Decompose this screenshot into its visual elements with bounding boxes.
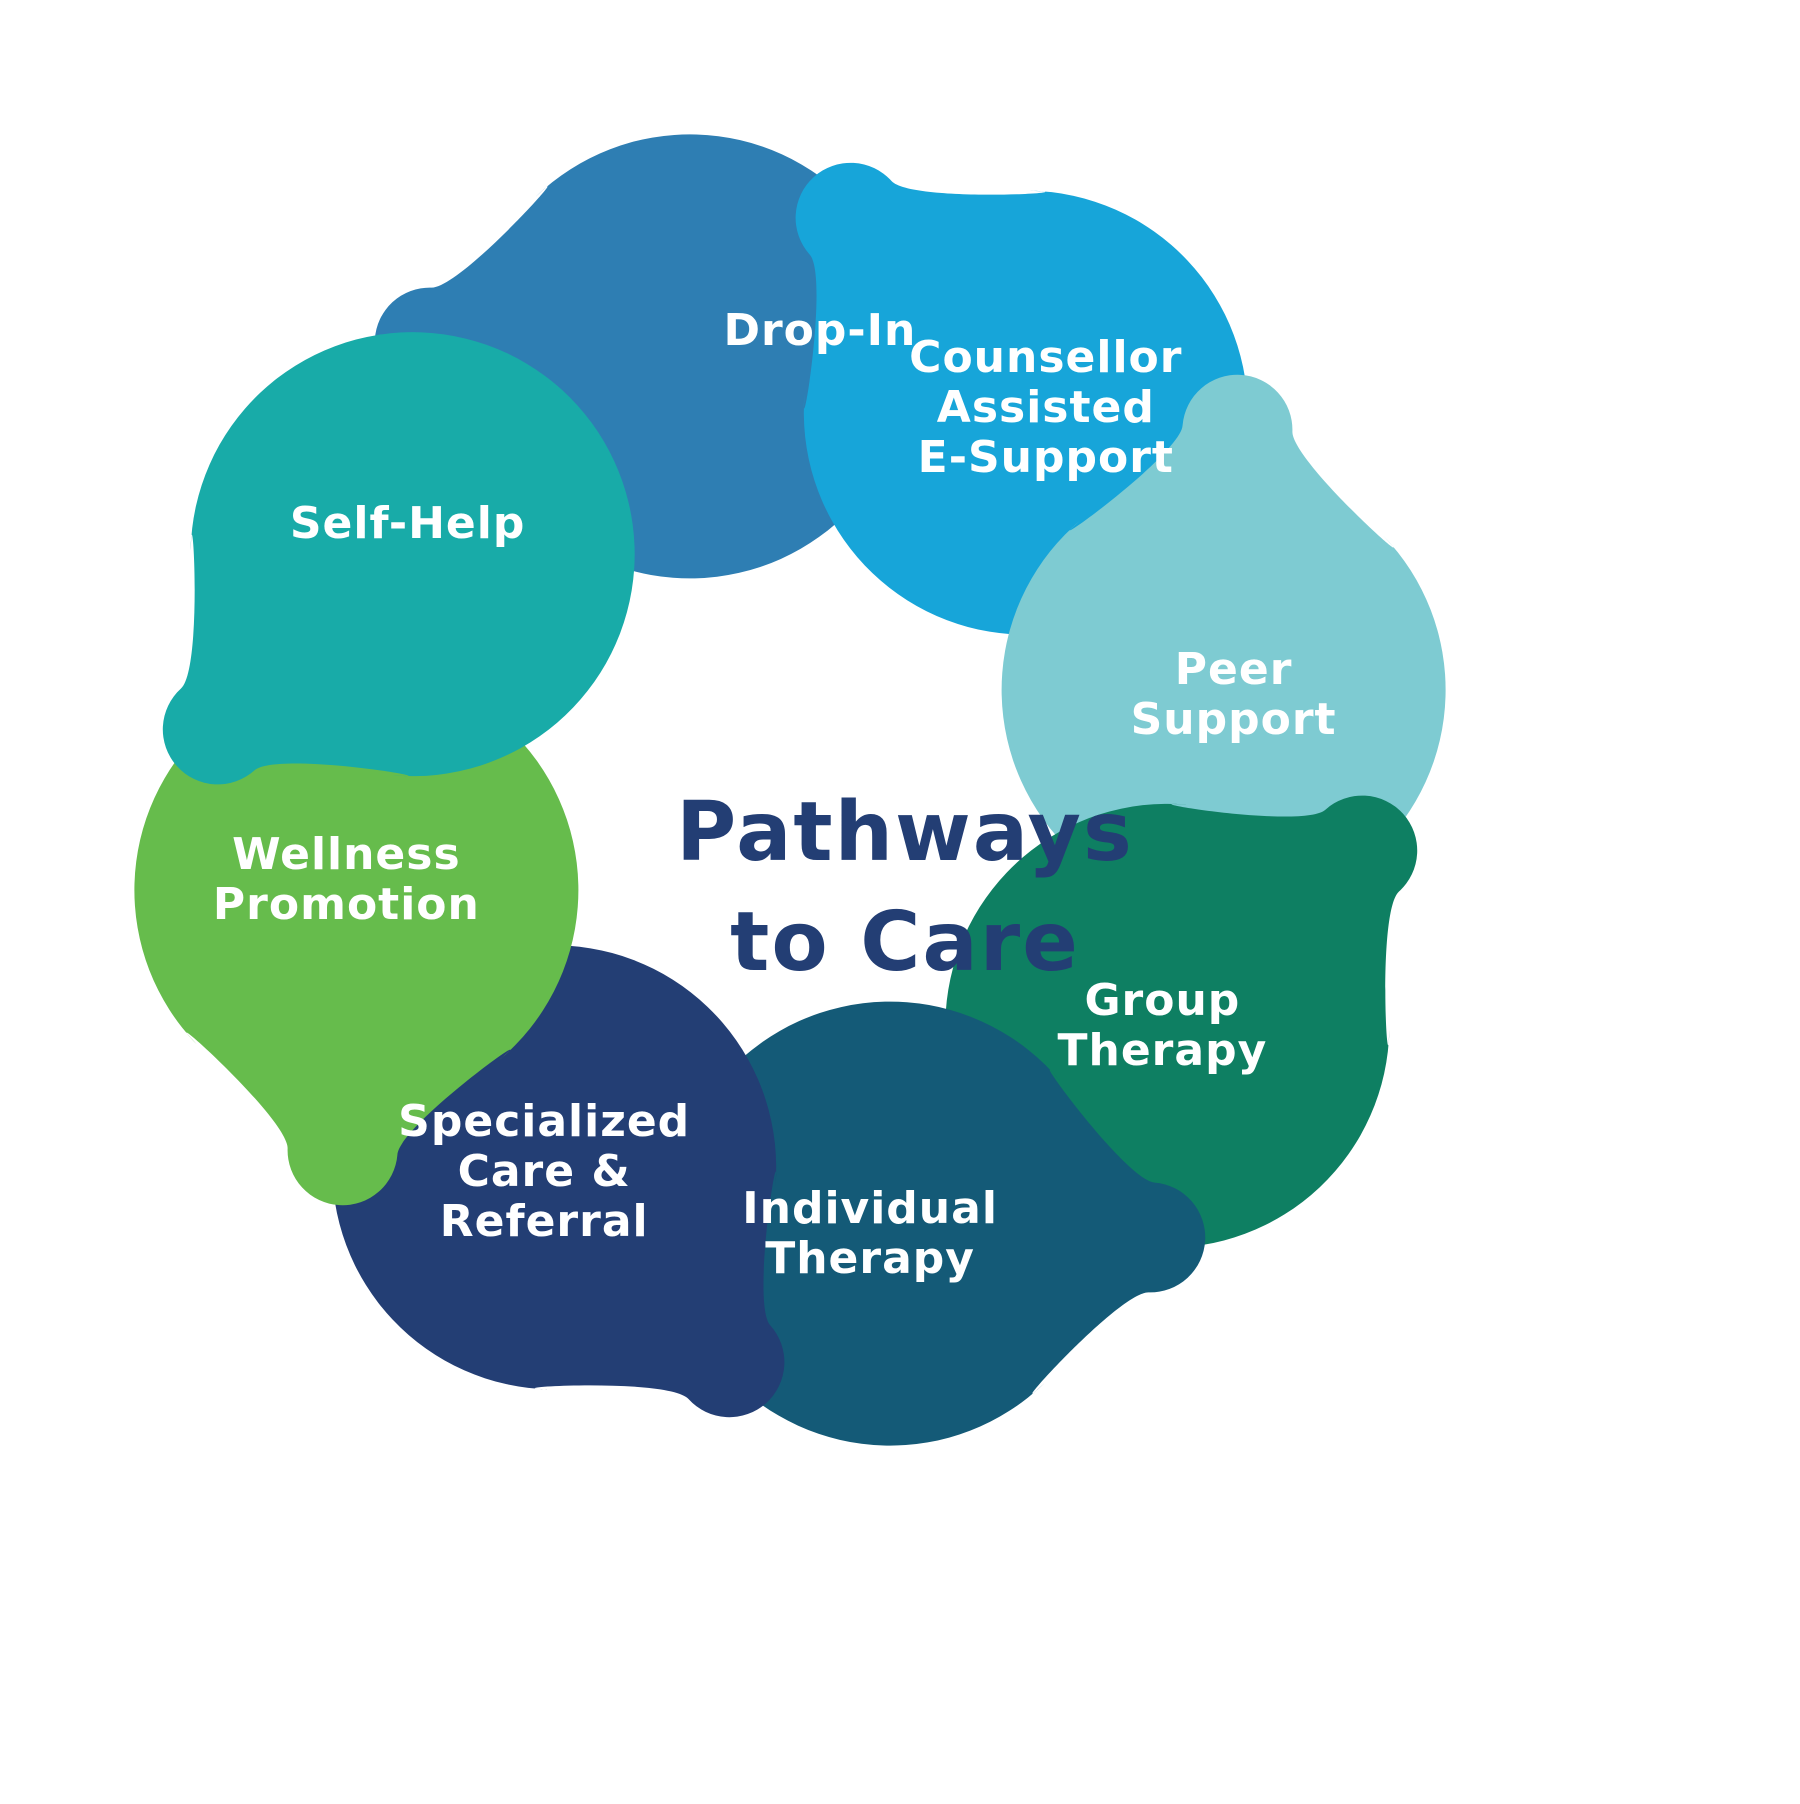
pathway-label-peer-support: Peer Support [1130,643,1337,745]
pathway-label-wellness-promotion: Wellness Promotion [212,829,480,931]
pathway-label-specialized-care-referral: Specialized Care & Referral [398,1096,691,1248]
pathway-label-drop-in: Drop-In [723,305,917,357]
pathway-blob-self-help [162,332,635,785]
pathway-label-counsellor-assisted-e-support: Counsellor Assisted E-Support [909,331,1183,483]
pathway-label-self-help: Self-Help [289,498,526,550]
pathway-label-group-therapy: Group Therapy [1057,974,1268,1076]
pathway-blob-wellness-promotion [134,668,579,1206]
pathway-label-individual-therapy: Individual Therapy [742,1182,998,1284]
diagram-title: Pathways to Care [676,785,1134,990]
pathway-blob-peer-support [1001,374,1446,912]
pathway-blob-individual-therapy [668,1001,1206,1446]
